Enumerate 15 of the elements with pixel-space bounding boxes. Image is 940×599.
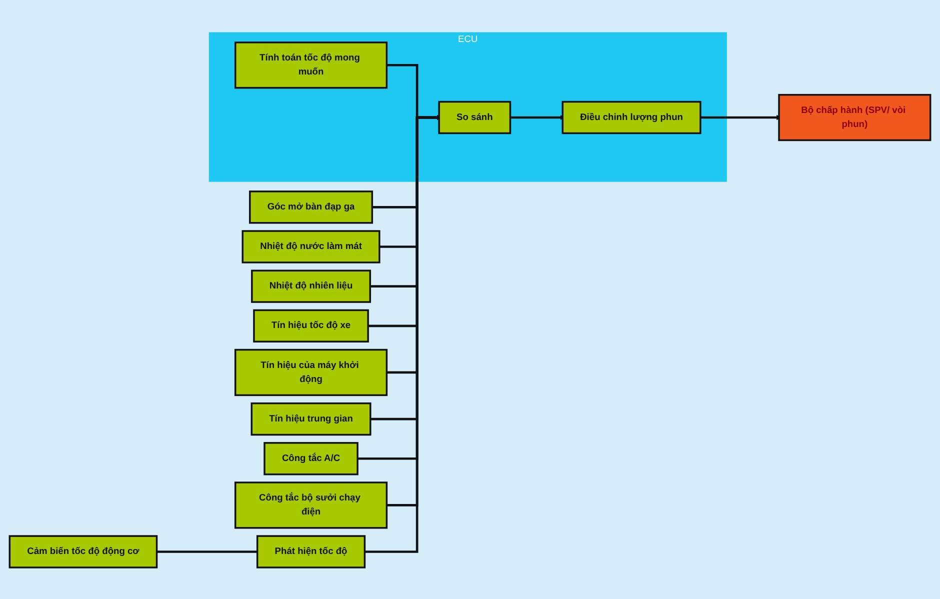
node-box: Nhiệt độ nhiên liệu — [251, 269, 371, 302]
node-box: Tín hiệu tốc độ xe — [253, 308, 369, 342]
node-box: Cảm biến tốc độ động cơ — [8, 534, 158, 568]
node-box: Góc mở bàn đạp ga — [249, 190, 374, 224]
node-box: Tín hiệu của máy khởi động — [234, 348, 388, 396]
node-box: Bộ chấp hành (SPV/ vòi phun) — [778, 93, 932, 141]
node-box: Nhiệt độ nước làm mát — [242, 230, 380, 263]
connector — [156, 550, 258, 552]
node-box: So sánh — [438, 100, 512, 134]
node-box: Tín hiệu trung gian — [250, 402, 372, 436]
node-box: Phát hiện tốc độ — [256, 534, 366, 568]
node-box: Công tắc A/C — [264, 442, 358, 475]
node-box: Điều chinh lượng phun — [562, 100, 702, 134]
node-box: Tính toán tốc độ mong muốn — [234, 41, 388, 88]
node-box: Công tắc bộ sưởi chạy điện — [234, 481, 388, 528]
